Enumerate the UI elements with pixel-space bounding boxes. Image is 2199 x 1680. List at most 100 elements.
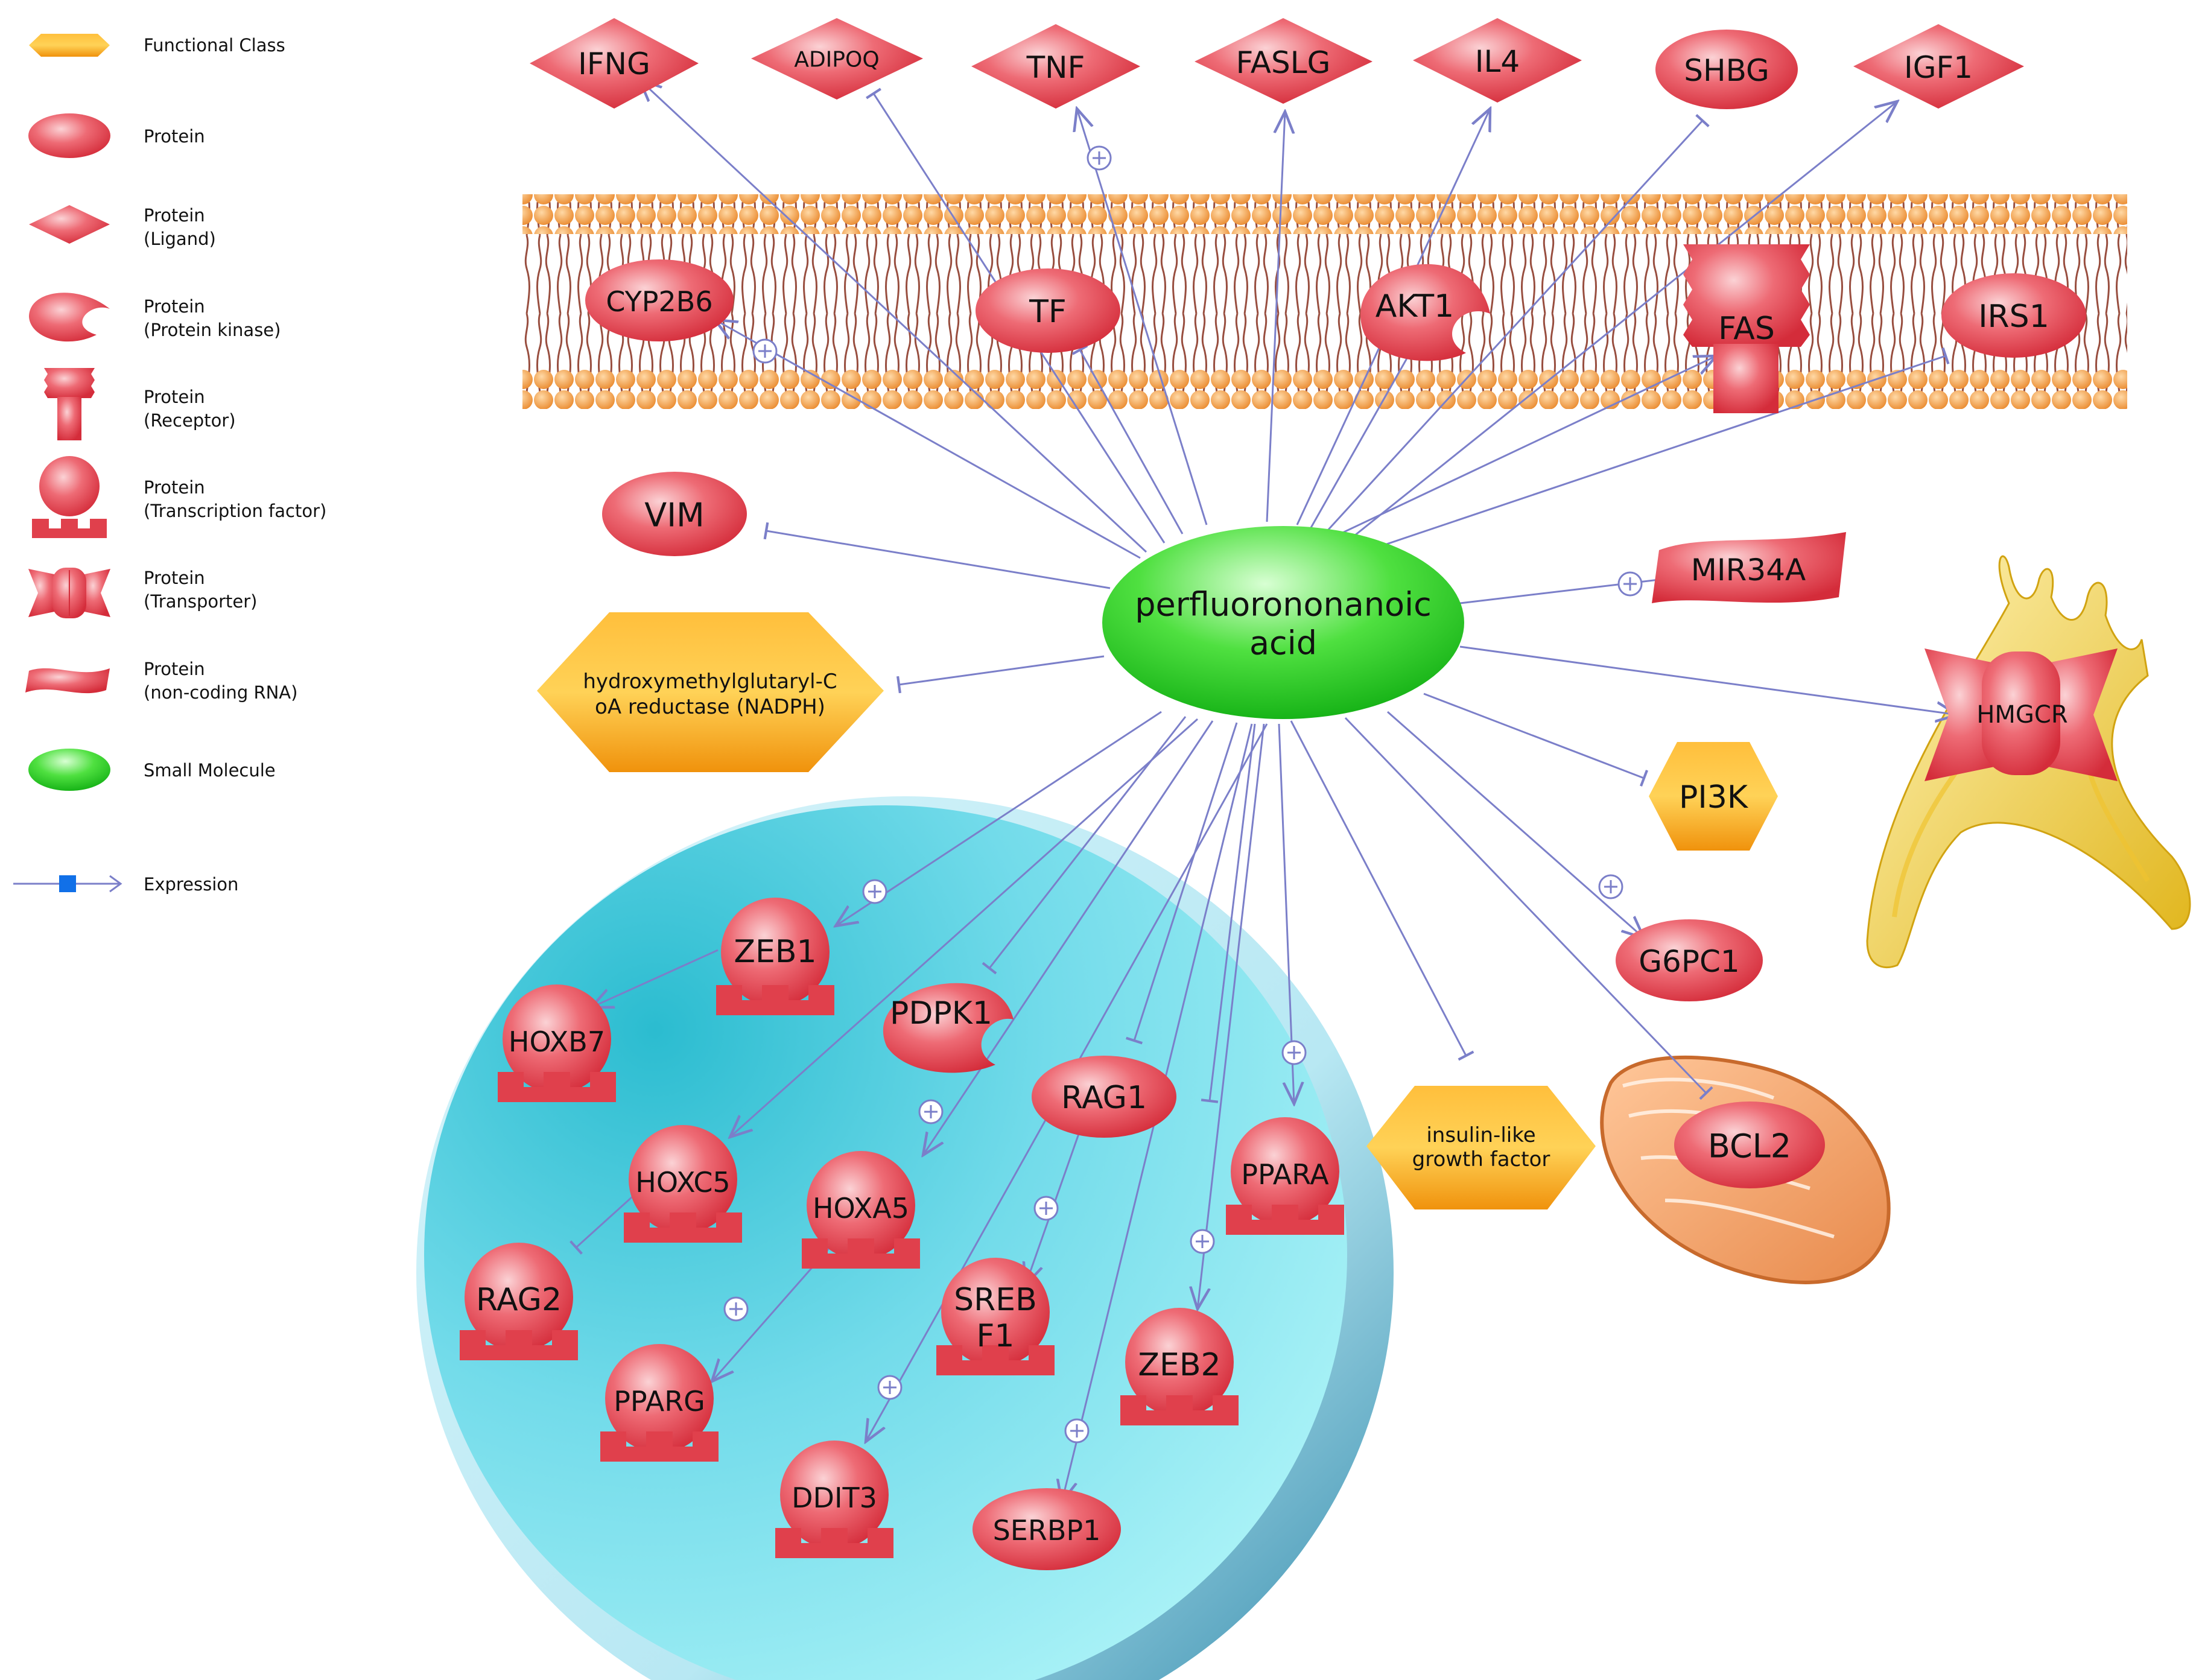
node-bcl2[interactable]: BCL2 <box>1674 1102 1825 1188</box>
node-label: AKT1 <box>1376 288 1454 325</box>
non-coding-rna-icon <box>25 668 110 694</box>
legend-label: Protein <box>144 659 205 679</box>
node-hoxc5[interactable]: HOXC5 <box>624 1125 742 1243</box>
edge-pfna-hoxa5 <box>923 720 1214 1155</box>
legend-expression: Expression <box>13 874 238 895</box>
node-label: growth factor <box>1412 1147 1550 1171</box>
node-faslg[interactable]: FASLG <box>1195 18 1372 104</box>
node-label: HOXB7 <box>509 1025 605 1058</box>
legend-label: (Receptor) <box>144 410 236 431</box>
node-label: VIM <box>644 496 704 534</box>
plus-circle-icon <box>1064 1418 1090 1444</box>
node-label: PPARA <box>1241 1158 1329 1191</box>
node-label: RAG1 <box>1061 1080 1147 1116</box>
node-label: IRS1 <box>1978 299 2049 335</box>
legend-kinase: Protein (Protein kinase) <box>29 293 281 342</box>
plus-circle-icon <box>1087 145 1112 171</box>
edge-pfna-rag1 <box>1126 722 1238 1045</box>
node-label: HMGCR <box>1976 701 2067 729</box>
node-label: HOXA5 <box>813 1192 909 1225</box>
edge-zeb1-hoxb7 <box>591 949 719 1007</box>
node-label: hydroxymethylglutaryl-C <box>583 670 837 694</box>
node-perfluorononanoic-acid[interactable]: perfluorononanoic acid <box>1102 526 1464 719</box>
node-label: PDPK1 <box>890 995 992 1032</box>
node-rag1[interactable]: RAG1 <box>1032 1056 1176 1138</box>
node-label: PI3K <box>1679 779 1749 816</box>
legend-transporter: Protein (Transporter) <box>28 568 257 618</box>
node-fas[interactable]: FAS <box>1683 244 1810 413</box>
node-zeb1[interactable]: ZEB1 <box>716 898 834 1015</box>
node-tf[interactable]: TF <box>976 268 1120 353</box>
node-serbp1[interactable]: SERBP1 <box>973 1488 1121 1570</box>
plus-circle-icon <box>1281 1040 1307 1065</box>
node-ifng[interactable]: IFNG <box>530 18 699 109</box>
legend-functional-class: Functional Class <box>29 34 285 57</box>
node-ppara[interactable]: PPARA <box>1226 1117 1344 1235</box>
nucleus <box>416 796 1394 1680</box>
legend-tf: Protein (Transcription factor) <box>32 456 326 538</box>
node-label: PPARG <box>614 1385 705 1418</box>
node-label: IFNG <box>578 46 650 81</box>
node-g6pc1[interactable]: G6PC1 <box>1616 919 1763 1001</box>
legend-protein: Protein <box>28 113 205 158</box>
node-hoxb7[interactable]: HOXB7 <box>498 984 616 1102</box>
protein-icon <box>28 113 110 158</box>
legend-ncrna: Protein (non-coding RNA) <box>25 659 297 703</box>
edge-pfna-fas <box>1327 356 1716 541</box>
legend-label: Functional Class <box>144 35 285 55</box>
node-akt1[interactable]: AKT1 <box>1360 264 1490 361</box>
node-pdpk1[interactable]: PDPK1 <box>883 983 1014 1073</box>
node-mir34a[interactable]: MIR34A <box>1652 532 1846 603</box>
node-label: FAS <box>1718 311 1775 347</box>
legend-small-molecule: Small Molecule <box>28 749 276 791</box>
legend-label: Protein <box>144 205 205 226</box>
node-label: IL4 <box>1475 44 1520 79</box>
edge-pfna-igf <box>1290 720 1474 1061</box>
legend-label: (Transporter) <box>144 591 257 612</box>
node-shbg[interactable]: SHBG <box>1655 30 1798 109</box>
legend-label: Protein <box>144 296 205 317</box>
node-label: perfluorononanoic <box>1135 586 1432 624</box>
node-rag2[interactable]: RAG2 <box>460 1243 578 1360</box>
node-irs1[interactable]: IRS1 <box>1941 273 2086 358</box>
plasma-membrane <box>522 194 2127 409</box>
node-vim[interactable]: VIM <box>602 472 747 556</box>
legend: Functional Class Protein Protein (Ligand… <box>13 34 326 895</box>
node-il4[interactable]: IL4 <box>1413 18 1582 103</box>
node-insulin-like-growth-factor[interactable]: insulin-like growth factor <box>1366 1086 1596 1209</box>
node-tnf[interactable]: TNF <box>971 24 1140 109</box>
edge-pfna-vim <box>763 522 1111 589</box>
node-label: TF <box>1029 294 1067 330</box>
node-pparg[interactable]: PPARG <box>600 1344 719 1462</box>
node-label: F1 <box>977 1318 1015 1354</box>
node-hoxa5[interactable]: HOXA5 <box>802 1151 920 1269</box>
node-igf1[interactable]: IGF1 <box>1853 24 2024 109</box>
node-label: SHBG <box>1684 53 1769 88</box>
expression-arrow-icon <box>13 875 122 893</box>
plus-circle-icon <box>862 879 887 904</box>
transporter-icon <box>28 568 110 618</box>
edge-pfna-pi3k <box>1423 693 1648 787</box>
node-label: ADIPOQ <box>794 48 879 72</box>
edge-pfna-cyp2b6 <box>715 320 1141 559</box>
node-cyp2b6[interactable]: CYP2B6 <box>585 259 734 341</box>
plus-circle-icon <box>752 338 778 364</box>
node-adipoq[interactable]: ADIPOQ <box>751 18 923 100</box>
node-srebf1[interactable]: SREB F1 <box>936 1258 1055 1375</box>
edge-pfna-bcl2 <box>1344 717 1713 1100</box>
edge-pfna-hmgcr-reductase <box>896 655 1105 694</box>
node-label: FASLG <box>1236 45 1331 80</box>
protein-kinase-icon <box>29 293 110 342</box>
node-ddit3[interactable]: DDIT3 <box>775 1441 893 1558</box>
node-zeb2[interactable]: ZEB2 <box>1120 1308 1239 1425</box>
plus-circle-icon <box>1033 1196 1059 1221</box>
plus-circle-icon <box>1190 1229 1215 1254</box>
node-hmg-coa-reductase[interactable]: hydroxymethylglutaryl-C oA reductase (NA… <box>537 612 884 772</box>
node-hmgcr[interactable]: HMGCR <box>1925 648 2118 781</box>
plus-circle-icon <box>1598 874 1623 899</box>
node-pi3k[interactable]: PI3K <box>1649 742 1778 851</box>
legend-label: Protein <box>144 568 205 588</box>
legend-label: (non-coding RNA) <box>144 682 297 703</box>
node-label: insulin-like <box>1426 1123 1535 1147</box>
node-label: ZEB1 <box>734 934 816 970</box>
